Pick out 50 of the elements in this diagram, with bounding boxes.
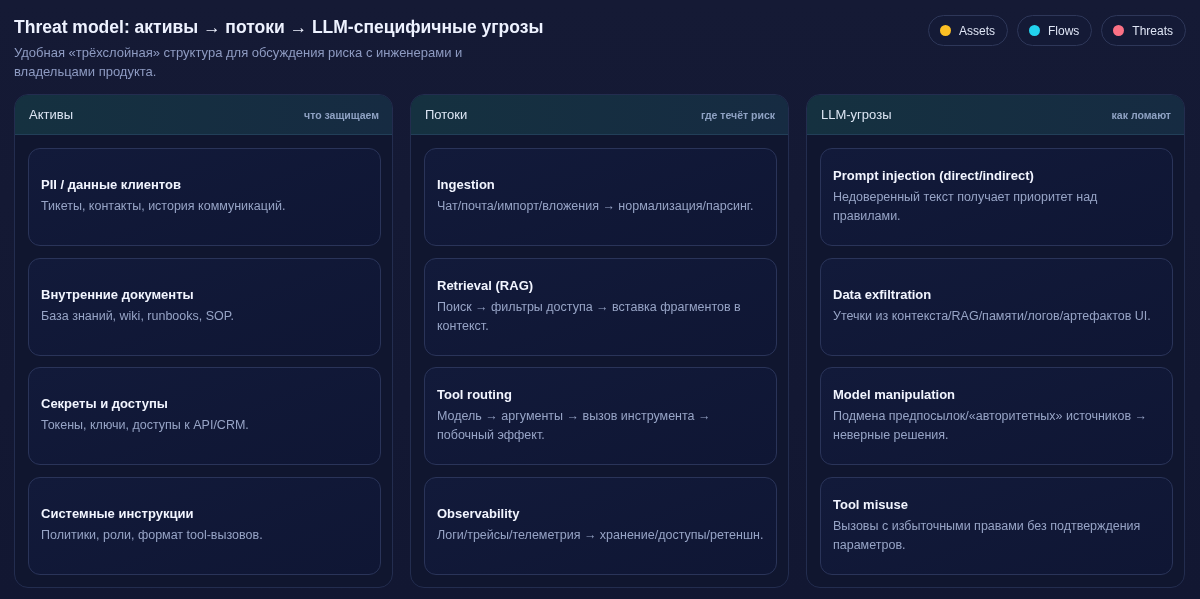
card-description: Недоверенный текст получает приоритет над правилами. — [833, 188, 1099, 225]
card-description: Поиск → фильтры доступа → вставка фрагментов в контекст. — [437, 298, 742, 335]
card-description: База знаний, wiki, runbooks, SOP. — [41, 308, 235, 325]
card-description: Логи/трейсы/телеметрия → хранение/доступы/ретеншн. — [437, 527, 764, 544]
column-subheading: как ломают — [1111, 108, 1171, 121]
card-title: Model manipulation — [833, 385, 957, 404]
info-card — [28, 148, 381, 246]
info-card — [28, 367, 381, 465]
card-title: PII / данные клиентов — [41, 176, 182, 194]
card-description: Политики, роли, формат tool-вызовов. — [41, 527, 264, 544]
column-subheading: что защищаем — [304, 108, 379, 121]
page-title: Threat model: активы → потоки → LLM-специфичные угрозы — [14, 16, 544, 39]
column-heading: LLM-угрозы — [821, 107, 892, 122]
info-card — [424, 148, 777, 246]
card-title: Системные инструкции — [41, 505, 195, 523]
column-panel — [14, 94, 393, 588]
info-card — [28, 258, 381, 356]
info-card — [820, 477, 1173, 575]
card-title: Tool routing — [437, 385, 513, 404]
info-card — [424, 477, 777, 575]
info-card — [424, 258, 777, 356]
card-description: Утечки из контекста/RAG/памяти/логов/артефактов UI. — [833, 308, 1152, 325]
info-card — [820, 148, 1173, 246]
card-title: Ingestion — [437, 176, 496, 194]
card-title: Observability — [437, 505, 521, 523]
info-card — [424, 367, 777, 465]
card-description: Подмена предпосылок/«авторитетных» источников → неверные решения. — [833, 407, 1149, 444]
card-description: Вызовы с избыточными правами без подтверждения параметров. — [833, 517, 1142, 554]
card-title: Tool misuse — [833, 495, 909, 514]
card-title: Data exfiltration — [833, 286, 933, 304]
card-description: Модель → аргументы → вызов инструмента → побочный эффект. — [437, 407, 712, 444]
column-heading: Активы — [29, 107, 73, 122]
info-card — [28, 477, 381, 575]
legend-label: Threats — [1132, 23, 1173, 38]
page-subtitle: Удобная «трёхслойная» структура для обсуждения риска с инженерами и владельцами продукта. — [14, 44, 464, 81]
card-title: Секреты и доступы — [41, 395, 169, 413]
info-card — [820, 367, 1173, 465]
column-panel — [806, 94, 1185, 588]
legend-label: Flows — [1047, 23, 1080, 38]
card-title: Prompt injection (direct/indirect) — [833, 166, 1035, 185]
card-title: Внутренние документы — [41, 286, 195, 304]
column-heading: Потоки — [425, 107, 468, 122]
card-description: Тикеты, контакты, история коммуникаций. — [41, 198, 287, 215]
card-description: Чат/почта/импорт/вложения → нормализация/парсинг. — [437, 198, 755, 215]
info-card — [820, 258, 1173, 356]
legend-label: Assets — [958, 23, 995, 38]
column-panel — [410, 94, 789, 588]
column-subheading: где течёт риск — [700, 108, 775, 121]
card-description: Токены, ключи, доступы к API/CRM. — [41, 417, 250, 434]
card-title: Retrieval (RAG) — [437, 276, 535, 295]
